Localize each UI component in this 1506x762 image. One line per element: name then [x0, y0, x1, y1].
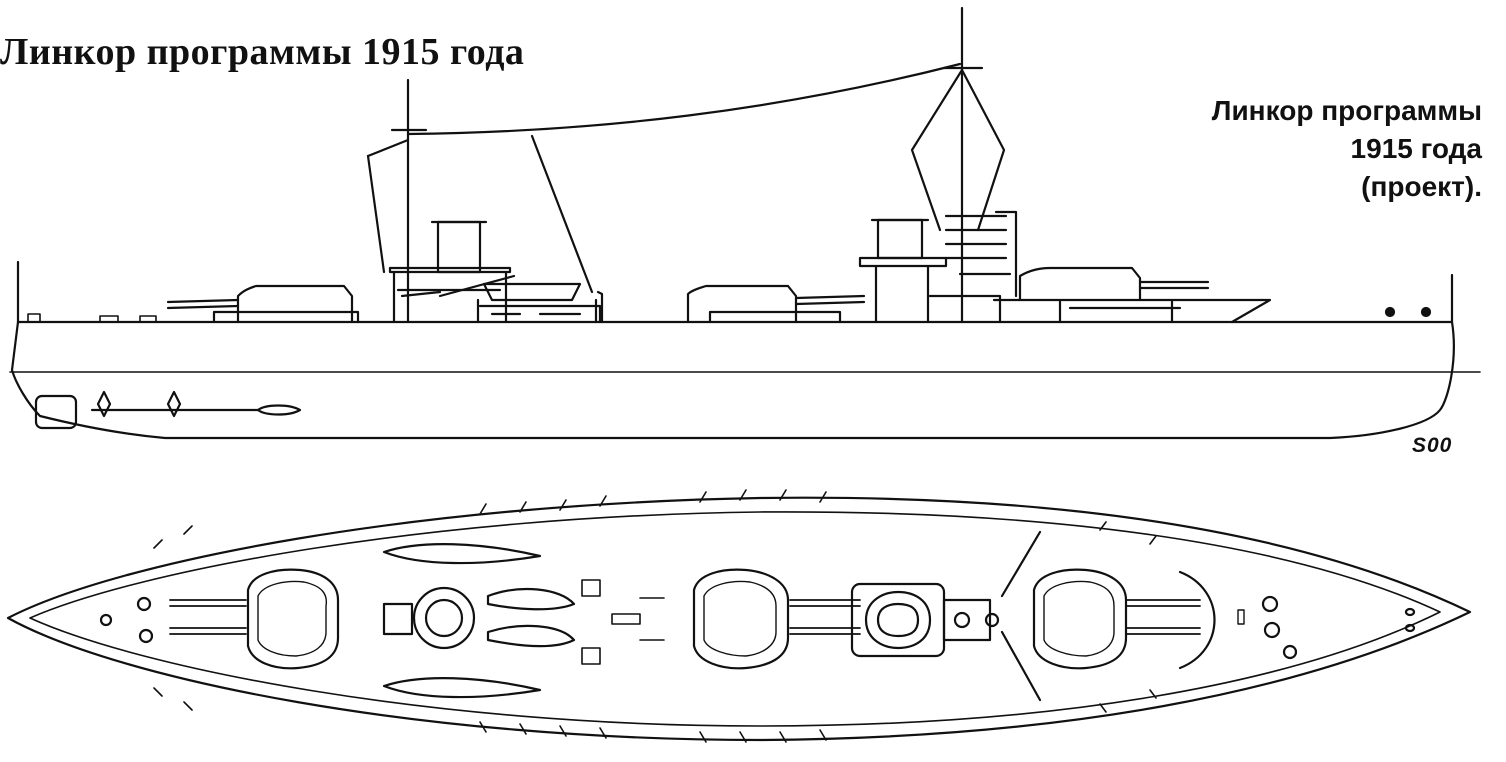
artist-signature: S00: [1412, 434, 1453, 457]
torpedo-outline: [258, 406, 300, 415]
turret-b-barrels: [796, 296, 864, 298]
aft-bridge: [860, 258, 946, 322]
stern-fitting-2: [1265, 623, 1279, 637]
turret-a-side: [238, 286, 352, 322]
boat-plan-4: [384, 678, 540, 697]
rudder: [36, 396, 76, 428]
turret-b-plan: [694, 570, 788, 669]
boat-crane: [402, 276, 514, 296]
turret-c-side: [1020, 268, 1140, 300]
turret-a-plan: [248, 570, 338, 669]
turret-a-barrels: [168, 300, 238, 302]
derrick-boom: [532, 136, 592, 292]
deck-hatches: [582, 580, 664, 664]
stern-fitting-1: [1263, 597, 1277, 611]
caption-line-2: 1915 года: [1350, 133, 1482, 164]
stern-wedge-1: [1002, 532, 1040, 596]
tripod-legs: [912, 70, 1004, 230]
sec-battery-fwd: [480, 306, 600, 322]
stern-fitting-5: [1406, 625, 1414, 631]
boat-plan-2: [488, 626, 574, 646]
funnel-1: [438, 222, 480, 272]
edge-fittings: [154, 490, 1156, 742]
bow-fitting-1: [138, 598, 150, 610]
turret-b-guns: [790, 600, 860, 634]
boat-deck-supports: [478, 292, 602, 322]
bow-fitting-3: [101, 615, 111, 625]
fore-mast-stay-1: [368, 140, 408, 156]
plan-view: [8, 490, 1470, 742]
caption-line-3: (проект).: [1361, 171, 1482, 202]
drawing-caption: Линкор программы 1915 года (проект).: [1212, 92, 1482, 206]
stern-hatch: [1238, 610, 1244, 624]
boat-plan-1: [488, 589, 574, 609]
turret-b-inner: [704, 582, 776, 656]
turret-a-guns: [170, 600, 246, 634]
side-profile-view: [10, 8, 1480, 438]
antenna-wire: [408, 64, 960, 134]
bow-fitting-2: [140, 630, 152, 642]
stern-fitting-3: [1284, 646, 1296, 658]
aft-citadel: [994, 300, 1270, 322]
aft-deckhouse: [930, 274, 1010, 322]
barbette-b: [710, 312, 840, 322]
turret-b-barrels-2: [796, 302, 864, 304]
fore-bridge-plan: [384, 604, 412, 634]
mast-platforms: [946, 212, 1016, 296]
fore-mast-stay-2: [368, 156, 384, 272]
turret-c-plan: [1034, 570, 1126, 669]
funnel-2-plan-inner: [878, 604, 918, 636]
propeller-aft: [92, 392, 120, 416]
boat-side: [484, 284, 580, 300]
tripod-plan: [944, 600, 990, 640]
turret-a-barrels-2: [168, 306, 238, 308]
funnel-2: [878, 220, 922, 258]
deck-edge-plan: [30, 512, 1440, 726]
hawse-hole-1: [1386, 308, 1394, 316]
turret-a-inner: [258, 582, 326, 656]
turret-c-guns: [1126, 600, 1200, 634]
stern-fitting-4: [1406, 609, 1414, 615]
hawse-hole-2: [1422, 308, 1430, 316]
propeller-fwd: [120, 392, 258, 416]
mast-plan-2: [986, 614, 998, 626]
hull-plan-outline: [8, 498, 1470, 740]
caption-line-1: Линкор программы: [1211, 95, 1482, 126]
funnel-1-plan-inner: [426, 600, 462, 636]
turret-c-inner: [1044, 582, 1114, 656]
funnel-1-plan-outer: [414, 588, 474, 648]
stern-deckhouse-arc: [1180, 572, 1215, 668]
page-title: Линкор программы 1915 года: [0, 31, 525, 73]
barbette-a: [214, 312, 358, 322]
funnel-2-plan-outer: [866, 592, 930, 648]
stern-wedge-2: [1002, 632, 1040, 700]
deck-fittings: [28, 314, 156, 322]
mast-plan: [955, 613, 969, 627]
hull-side: [12, 300, 1454, 438]
turret-b-side: [688, 286, 796, 322]
boat-plan-3: [384, 544, 540, 563]
fore-bridge: [390, 268, 510, 322]
